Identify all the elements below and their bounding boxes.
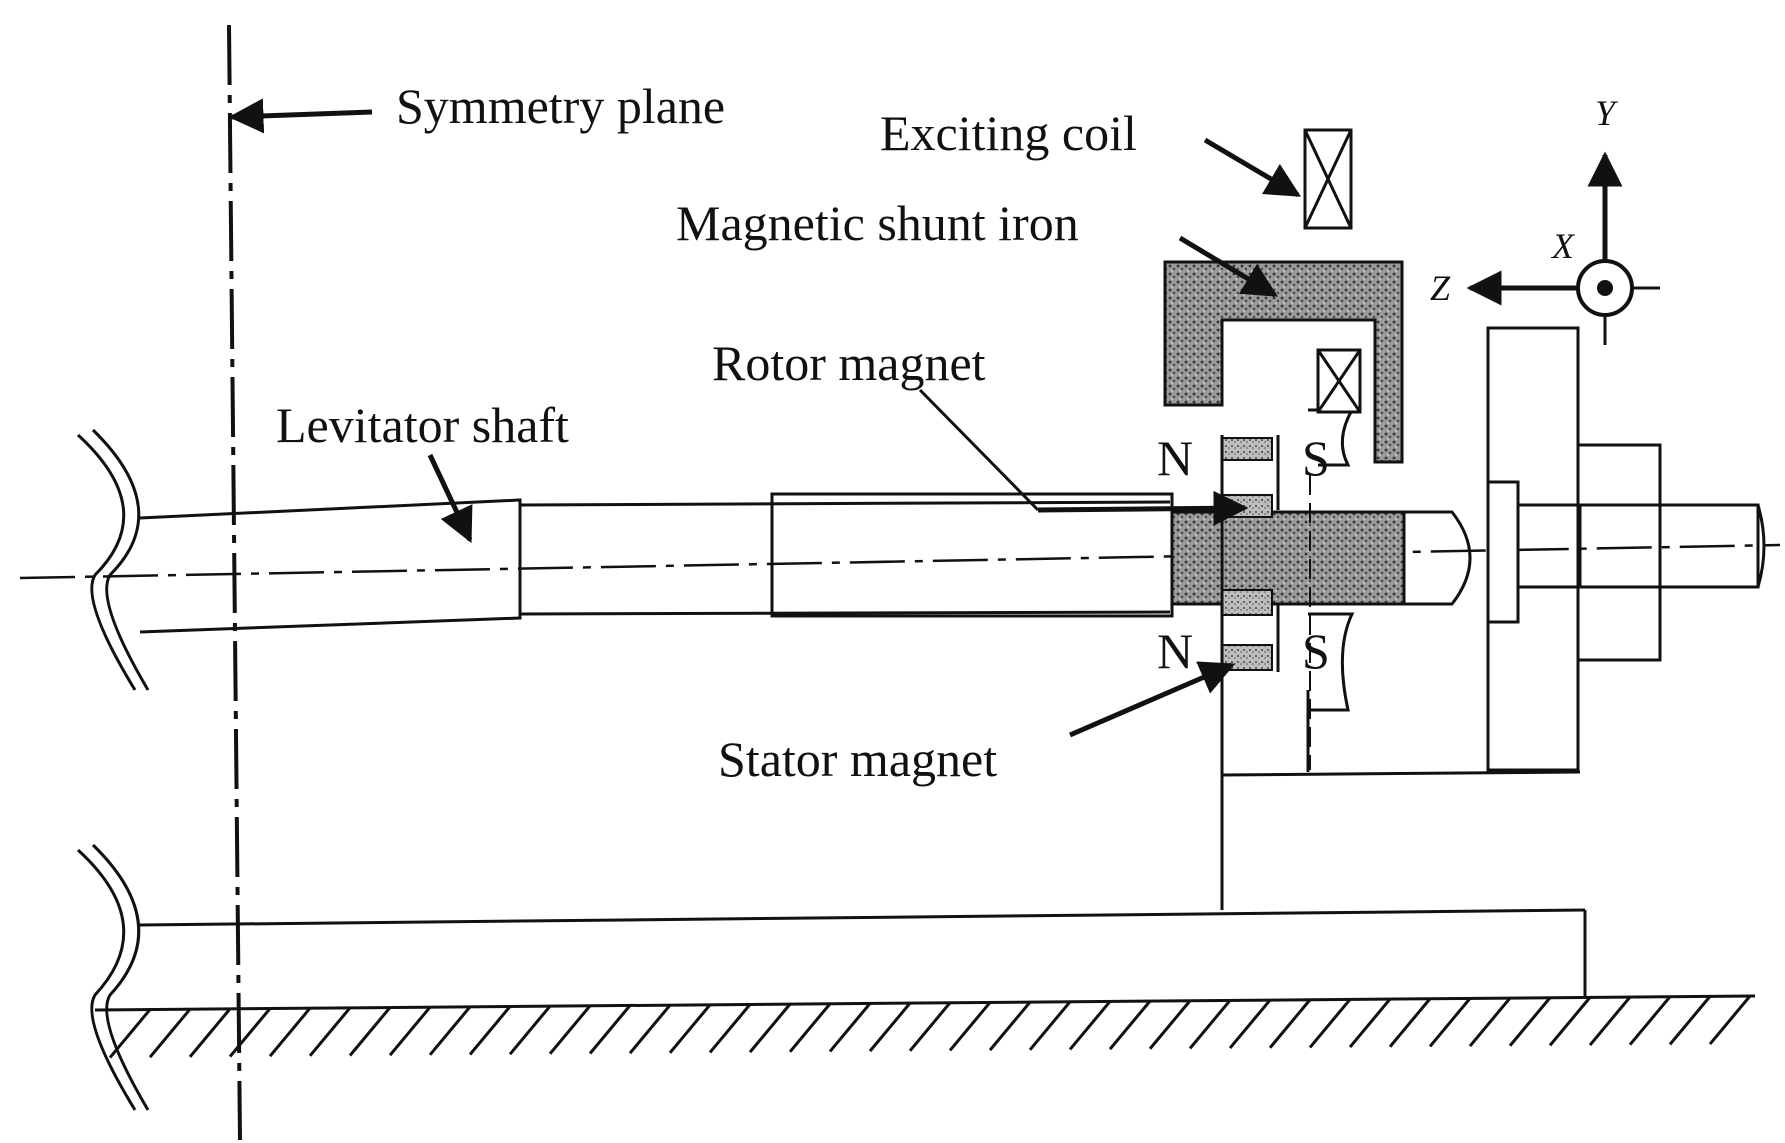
hatch-stroke — [908, 1001, 952, 1052]
levitator-shaft — [139, 498, 1171, 634]
hatch-stroke — [1108, 1000, 1152, 1051]
hatch-stroke — [1188, 999, 1232, 1050]
hatch-stroke — [988, 1001, 1032, 1052]
base-rod — [139, 908, 1587, 996]
hatch-stroke — [1348, 998, 1392, 1049]
hatch-stroke — [508, 1005, 552, 1056]
hatch-stroke — [1668, 995, 1712, 1046]
hatch-stroke — [1268, 998, 1312, 1049]
magnetic-shunt-iron — [1163, 260, 1404, 464]
exciting-coil-label: Exciting coil — [880, 105, 1137, 161]
hatch-stroke — [348, 1006, 392, 1057]
rotor-magnet-housing — [770, 492, 1174, 618]
hatch-stroke — [1708, 995, 1752, 1046]
hatch-stroke — [1508, 996, 1552, 1047]
hatch-stroke — [788, 1002, 832, 1053]
break-lines — [76, 428, 150, 1111]
hatch-stroke — [548, 1004, 592, 1055]
hatch-stroke — [1428, 997, 1472, 1048]
levitator-shaft-label: Levitator shaft — [276, 397, 569, 453]
hatch-stroke — [308, 1006, 352, 1057]
north-pole-upper: N — [1157, 430, 1193, 486]
rotor-magnet-label: Rotor magnet — [712, 335, 986, 391]
hatch-stroke — [1588, 996, 1632, 1047]
coordinate-axes — [1466, 151, 1660, 345]
support-structure — [1220, 408, 1581, 910]
stator-magnet-label: Stator magnet — [718, 731, 997, 787]
hatch-stroke — [1068, 1000, 1112, 1051]
hatch-stroke — [628, 1004, 672, 1055]
hatch-stroke — [948, 1001, 992, 1052]
hatch-stroke — [1548, 996, 1592, 1047]
leader-lines — [228, 98, 1302, 738]
hatch-stroke — [668, 1003, 712, 1054]
north-pole-lower: N — [1157, 623, 1193, 679]
x-axis-label: X — [1550, 226, 1576, 266]
hatch-stroke — [1388, 997, 1432, 1048]
z-axis-label: Z — [1430, 268, 1451, 308]
center-axis — [19, 543, 1781, 580]
hatch-stroke — [268, 1007, 312, 1058]
hatch-stroke — [228, 1007, 272, 1058]
hatch-stroke — [1028, 1000, 1072, 1051]
rotor-magnet — [1170, 510, 1472, 606]
hatch-stroke — [588, 1004, 632, 1055]
end-plate — [1486, 326, 1766, 772]
hatch-stroke — [1148, 999, 1192, 1050]
symmetry-plane-label: Symmetry plane — [396, 78, 725, 134]
ground-hatching — [94, 994, 1756, 1059]
hatch-stroke — [748, 1003, 792, 1054]
hatch-stroke — [1628, 995, 1672, 1046]
hatch-stroke — [388, 1006, 432, 1057]
magnetic-shunt-iron-label: Magnetic shunt iron — [676, 195, 1079, 251]
hatch-stroke — [1468, 997, 1512, 1048]
y-axis-label: Y — [1595, 93, 1619, 133]
hatch-stroke — [148, 1008, 192, 1059]
hatch-stroke — [868, 1002, 912, 1053]
hatch-stroke — [1308, 998, 1352, 1049]
south-pole-upper: S — [1302, 430, 1330, 486]
south-pole-lower: S — [1302, 623, 1330, 679]
exciting-coil — [1303, 128, 1353, 230]
hatch-stroke — [1228, 999, 1272, 1050]
hatch-stroke — [468, 1005, 512, 1056]
hatch-stroke — [708, 1003, 752, 1054]
hatch-stroke — [428, 1005, 472, 1056]
symmetry-plane-line — [227, 24, 242, 1141]
hatch-stroke — [828, 1002, 872, 1053]
hatch-stroke — [188, 1007, 232, 1058]
